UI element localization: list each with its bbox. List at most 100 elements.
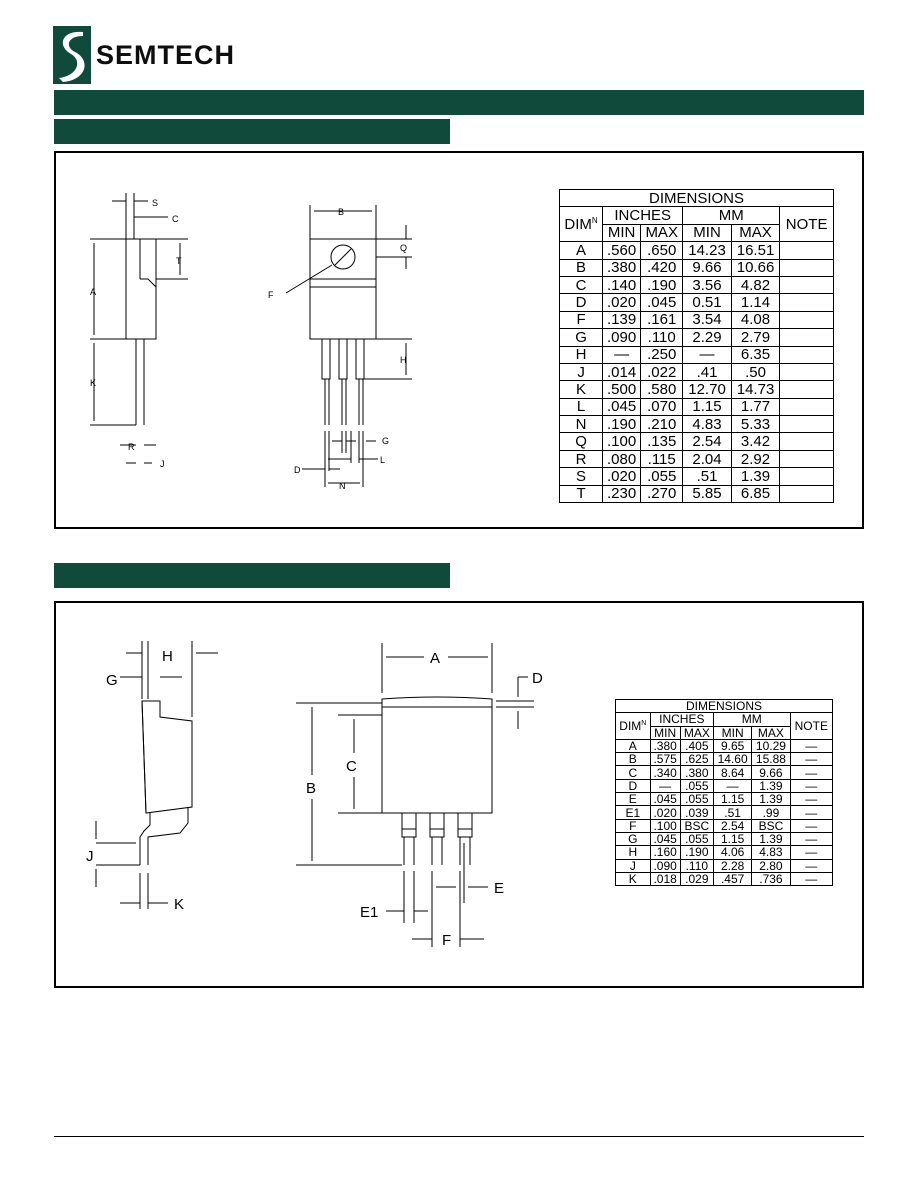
table-cell: C: [615, 765, 651, 780]
table-cell: .080: [602, 449, 642, 469]
table-cell: 12.70: [682, 380, 732, 399]
table-cell: .575: [649, 752, 681, 767]
table-cell: C: [558, 275, 604, 295]
table-cell: —: [649, 778, 681, 794]
table-cell: 1.39: [751, 792, 791, 807]
table-cell: .100: [649, 818, 681, 833]
table-cell: 10.29: [751, 738, 791, 754]
table-cell: [779, 328, 834, 347]
dim-label-h: H: [162, 648, 173, 665]
table-cell: 2.54: [682, 432, 732, 451]
table-cell: 14.60: [712, 752, 753, 767]
table-cell: L: [558, 397, 604, 417]
table-cell: 2.92: [730, 449, 781, 469]
dim-label-r: R: [128, 442, 135, 452]
sub-header-cell: MIN: [602, 223, 642, 243]
table-cell: [779, 484, 834, 504]
table-group-row: DIMN INCHES MM NOTE: [615, 712, 834, 740]
sub-header-cell: MIN: [682, 223, 732, 243]
table-cell: —: [789, 831, 834, 847]
table-cell: .230: [602, 484, 642, 504]
table-cell: 14.23: [682, 241, 732, 260]
table-cell: —: [789, 792, 834, 807]
table-row: K.018.029.457.736—: [615, 871, 834, 887]
table-cell: Q: [558, 432, 604, 451]
table-cell: N: [558, 415, 604, 434]
table-cell: 1.39: [751, 778, 791, 794]
table-group-row: DIMN INCHES MM NOTE: [558, 206, 834, 243]
table-cell: .045: [649, 831, 681, 847]
table-cell: H: [558, 345, 604, 364]
inches-header: INCHES: [649, 712, 715, 727]
table-cell: .014: [602, 362, 642, 382]
table-cell: .070: [640, 397, 684, 417]
table-cell: 9.66: [682, 258, 732, 277]
table-cell: .625: [679, 752, 715, 767]
package-drawing-1: S C T A K R J B Q F H G L D N: [90, 193, 412, 491]
table-cell: H: [615, 845, 651, 860]
table-cell: .190: [679, 845, 715, 860]
table-cell: .580: [640, 380, 684, 399]
table-cell: —: [789, 738, 834, 754]
dim-label-d: D: [532, 670, 543, 687]
table-cell: .045: [602, 397, 642, 417]
table-cell: .650: [640, 241, 684, 260]
table-cell: [779, 258, 834, 277]
table-cell: .039: [679, 805, 715, 820]
table-cell: .405: [679, 738, 715, 754]
table-cell: G: [615, 831, 651, 847]
table-cell: 5.33: [730, 415, 781, 434]
table-cell: 14.73: [730, 380, 781, 399]
dim-label-e: E: [494, 880, 504, 897]
note-header: NOTE: [789, 712, 834, 740]
table-cell: [779, 467, 834, 486]
table-cell: 1.15: [712, 792, 753, 807]
table-cell: .110: [640, 328, 684, 347]
sub-header-cell: MIN: [649, 725, 681, 740]
table-cell: J: [558, 362, 604, 382]
table-cell: [779, 241, 834, 260]
table-cell: .055: [679, 792, 715, 807]
package-drawing-2: G H J K A D B C E E1 F: [86, 641, 543, 949]
note-header: NOTE: [779, 206, 834, 243]
table-row: H—.250—6.35: [558, 345, 834, 364]
mm-header: MM: [682, 206, 781, 225]
table-subheader-row: MIN MAX MIN MAX: [560, 223, 834, 243]
sub-header-cell: MAX: [751, 725, 791, 740]
sub-header-cell: MAX: [730, 223, 781, 243]
table-cell: —: [712, 778, 753, 794]
table-cell: 8.64: [712, 765, 753, 780]
table-title: DIMENSIONS: [615, 698, 833, 714]
dim-label-f: F: [268, 290, 274, 300]
table-cell: .190: [640, 275, 684, 295]
table-cell: .500: [602, 380, 642, 399]
dim-label-f: F: [442, 932, 451, 949]
table-cell: .51: [712, 805, 753, 820]
table-cell: B: [558, 258, 604, 277]
table-cell: 4.83: [751, 845, 791, 860]
package-panel-2: G H J K A D B C E E1 F DIMENSIONS DIMN I…: [54, 601, 864, 988]
table-cell: .380: [649, 738, 681, 754]
table-cell: K: [615, 871, 651, 887]
sub-header-cell: MAX: [679, 725, 715, 740]
table-cell: .99: [751, 805, 791, 820]
table-cell: 6.35: [730, 345, 781, 364]
table-cell: 15.88: [751, 752, 791, 767]
table-cell: BSC: [679, 818, 715, 833]
dim-label-c: C: [346, 758, 357, 775]
dim-label-b: B: [306, 780, 316, 797]
table-cell: 2.28: [712, 858, 753, 873]
table-cell: [779, 397, 834, 417]
table-cell: [779, 449, 834, 469]
table-cell: BSC: [751, 818, 791, 833]
table-cell: .41: [682, 362, 732, 382]
dim-header: DIMN: [615, 712, 651, 740]
dim-label-h: H: [400, 355, 407, 365]
